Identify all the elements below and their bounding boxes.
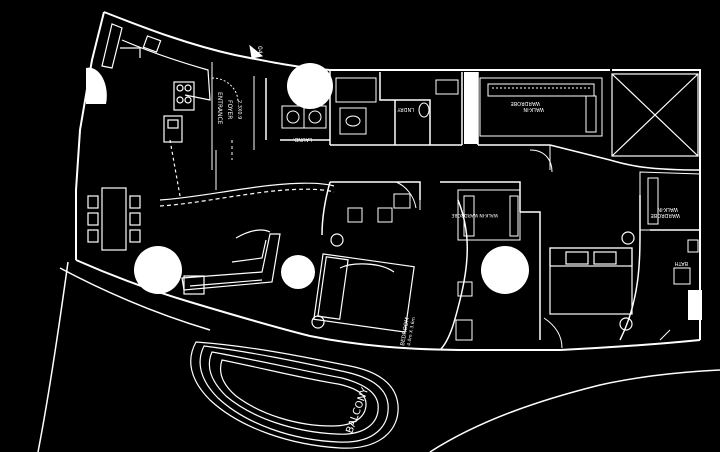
label-bedroom-dim: 4.0m X 3.6m [406, 317, 417, 347]
unit-marker [249, 44, 264, 59]
outer-walls [75, 11, 701, 351]
walkin-wardrobe-3 [639, 171, 701, 231]
kitchen-counter [101, 23, 211, 143]
label-lndry: LNDRY [396, 106, 414, 112]
walkin-wardrobe-1 [479, 77, 603, 137]
label-unit-no: 04 [256, 46, 263, 54]
master-bed [311, 233, 415, 333]
second-bed [549, 231, 635, 331]
label-walkin-1b: WARDROBE [511, 100, 540, 106]
label-foyer: FOYER [226, 100, 233, 119]
label-walkin-1a: WALK-IN [523, 106, 544, 112]
labels: 04 ENTRANCE FOYER 2.3X0.9 LAUND. LNDRY W… [216, 46, 688, 435]
label-walkin-2: WALK-IN WARDROBE [451, 212, 498, 218]
living-curve [159, 139, 335, 207]
highlight-circles [86, 63, 529, 294]
bath-fixtures [281, 77, 699, 341]
label-laundry: LAUND. [292, 136, 312, 142]
balcony-pool [190, 341, 399, 449]
balcony-outline [37, 261, 720, 452]
interior-walls [265, 70, 701, 351]
label-entrance: ENTRANCE [216, 92, 223, 125]
label-walkin-3a: WALK-IN [657, 206, 678, 212]
entrance-foyer [211, 62, 255, 190]
label-walkin-3b: WARDROBE [651, 212, 680, 218]
dining-table [87, 187, 141, 251]
doors [395, 145, 671, 349]
walkin-wardrobe-2 [457, 189, 521, 241]
label-bath: BATH [674, 260, 688, 266]
columns [464, 72, 702, 320]
void-opening [611, 73, 699, 157]
sofa [181, 229, 281, 295]
label-bedroom: BEDROOM [400, 317, 411, 347]
label-foyer-dim: 2.3X0.9 [236, 100, 242, 119]
